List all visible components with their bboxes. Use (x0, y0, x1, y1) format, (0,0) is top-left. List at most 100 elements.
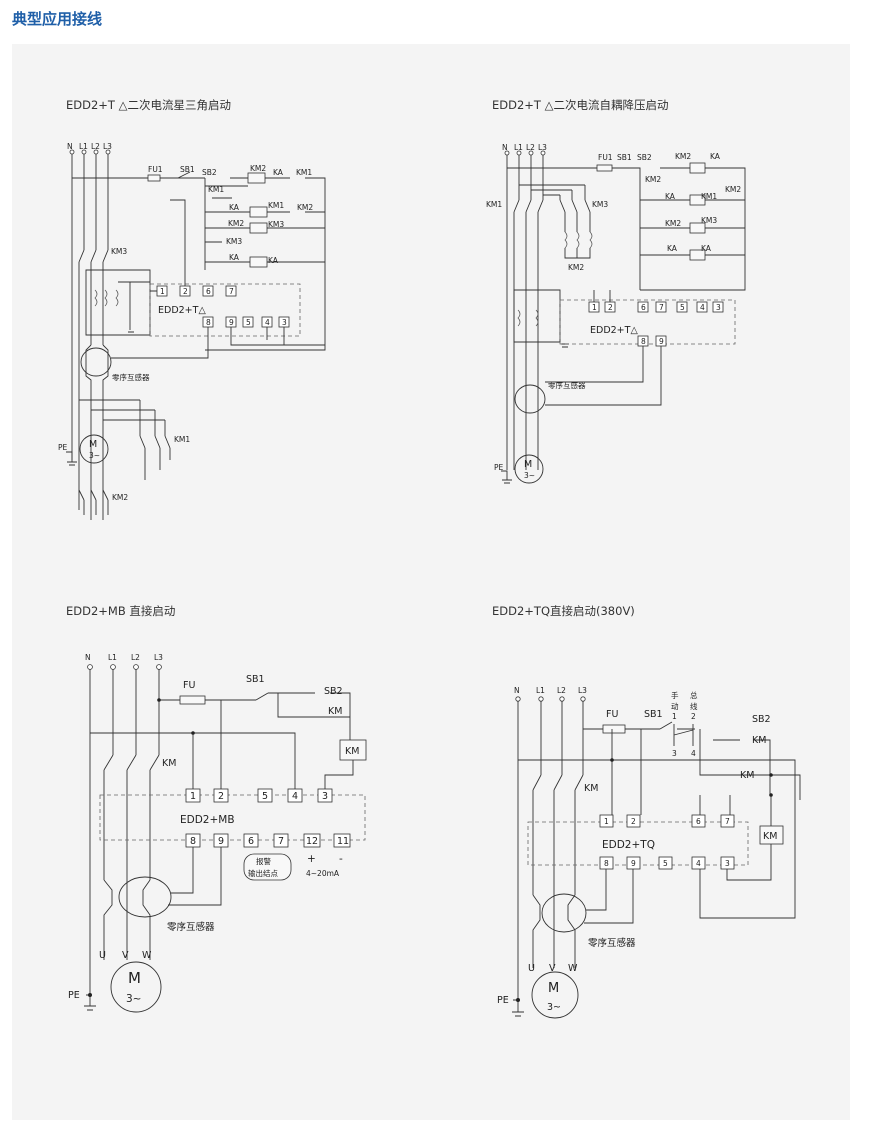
ka-c-label: KA (229, 253, 240, 262)
terminal: 2 (183, 287, 188, 296)
diagram-star-delta: EDD2+T △二次电流星三角启动 N L1 L2 L3 KM3 零序互感器 K… (58, 98, 326, 520)
pe-label-2: PE (494, 463, 504, 472)
ct-label-2: 零序互感器 (548, 380, 586, 390)
terminal: 7 (725, 817, 730, 826)
terminal: 4 (265, 318, 270, 327)
km2-label-2: KM2 (568, 263, 584, 272)
terminals-top-2: 1 2 6 7 5 4 3 (588, 301, 724, 313)
km1-label: KM1 (174, 435, 190, 444)
switch-bus-1: 总 (690, 690, 698, 700)
pe-label-4: PE (497, 995, 509, 1006)
terminal: 5 (246, 318, 251, 327)
terminal: 6 (641, 303, 646, 312)
terminal: 4 (696, 859, 701, 868)
km1-label-2: KM1 (486, 200, 502, 209)
terminals-bottom-1: 8 9 5 4 3 (202, 316, 290, 328)
minus-sign-3: - (339, 853, 343, 865)
km2-b-label-2: KM2 (645, 175, 661, 184)
km-small-label: KM1 (208, 185, 224, 194)
plus-sign-3: + (307, 853, 316, 865)
motor-3ph-2: 3~ (524, 471, 535, 480)
terminal: 3 (322, 791, 328, 802)
page-title: 典型应用接线 (12, 10, 103, 28)
fu1-label: FU1 (148, 165, 163, 174)
diagram-mb-direct: EDD2+MB 直接启动 N L1 L2 L3 KM 零序互感器 U V W M… (66, 604, 367, 1013)
terminals-top-3: 1 2 5 4 3 (185, 788, 333, 803)
terminal: 1 (160, 287, 165, 296)
sb2-label: SB2 (202, 168, 217, 177)
phase-v-4: V (549, 963, 556, 974)
km2-label: KM2 (112, 493, 128, 502)
fu1-label-2: FU1 (598, 153, 613, 162)
terminal: 2 (608, 303, 613, 312)
km3-r2-label-2: KM3 (701, 216, 717, 225)
line-l1: L1 (79, 142, 88, 151)
phase-u-4: U (528, 963, 535, 974)
line-n-2: N (502, 143, 508, 152)
line-l2-3: L2 (131, 653, 140, 662)
terminal: 6 (248, 836, 254, 847)
ka-r3-label-2: KA (667, 244, 678, 253)
line-l2-2: L2 (526, 143, 535, 152)
ct-label-4: 零序互感器 (588, 937, 636, 949)
phase-w-3: W (142, 950, 152, 961)
terminal: 7 (229, 287, 234, 296)
fu-label-4: FU (606, 709, 618, 720)
terminal: 5 (663, 859, 668, 868)
alarm-label-2: 输出结点 (248, 868, 278, 878)
terminal: 9 (218, 836, 224, 847)
sb1-label-3: SB1 (246, 674, 265, 685)
line-n-4: N (514, 686, 520, 695)
terminal: 2 (218, 791, 224, 802)
diagram-tq-direct: EDD2+TQ直接启动(380V) N L1 L2 L3 KM 零序互感器 U … (492, 604, 801, 1019)
terminal: 6 (206, 287, 211, 296)
motor-3ph-4: 3~ (547, 1002, 561, 1013)
line-n-3: N (85, 653, 91, 662)
diagram-autotransformer: EDD2+T △二次电流自耦降压启动 N L1 L2 L3 KM1 KM3 KM… (486, 98, 746, 484)
terminal: 3 (282, 318, 287, 327)
ka-rung-label: KA (229, 203, 240, 212)
km3-coil-label: KM3 (268, 220, 284, 229)
km-aux-label-3: KM (328, 706, 342, 717)
device-1-label: EDD2+T△ (158, 305, 206, 316)
km2-r1-label-2: KM2 (725, 185, 741, 194)
motor-3ph-1: 3~ (89, 451, 100, 460)
km2-coil-label-2: KM2 (675, 152, 691, 161)
terminal: 1 (190, 791, 196, 802)
motor-3ph-3: 3~ (126, 993, 141, 1005)
diagram-1-title: EDD2+T △二次电流星三角启动 (66, 98, 231, 112)
terminals-bottom-2: 8 9 (637, 335, 667, 347)
ka-coil-r3-label-2: KA (701, 244, 712, 253)
line-l3: L3 (103, 142, 112, 151)
km1-coil-label: KM1 (268, 201, 284, 210)
ct-label-3: 零序互感器 (167, 921, 215, 933)
device-4-label: EDD2+TQ (602, 839, 655, 851)
switch-hand-1: 手 (671, 690, 679, 700)
km3-label-2: KM3 (592, 200, 608, 209)
ka-contact-label: KA (273, 168, 284, 177)
km2-coil-label: KM2 (250, 164, 266, 173)
device-2-label: EDD2+T△ (590, 325, 638, 336)
motor-m-4: M (548, 981, 559, 996)
terminal: 8 (206, 318, 211, 327)
alarm-label-1: 报警 (256, 856, 271, 866)
phase-v-3: V (122, 950, 129, 961)
terminals-top-4: 1 2 6 7 (599, 814, 735, 828)
diagram-3-title: EDD2+MB 直接启动 (66, 604, 175, 618)
motor-m-3: M (128, 969, 141, 987)
sb1-label-2: SB1 (617, 153, 632, 162)
pe-label-3: PE (68, 990, 80, 1001)
terminal: 12 (306, 836, 318, 847)
km2-rung-label: KM2 (297, 203, 313, 212)
fu-label-3: FU (183, 680, 195, 691)
line-l3-2: L3 (538, 143, 547, 152)
line-l1-2: L1 (514, 143, 523, 152)
ka-coil-label-2: KA (710, 152, 721, 161)
sb1-label: SB1 (180, 165, 195, 174)
terminal: 9 (659, 337, 664, 346)
diagram-2-title: EDD2+T △二次电流自耦降压启动 (492, 98, 668, 112)
line-n: N (67, 142, 73, 151)
terminal: 8 (604, 859, 609, 868)
line-l3-4: L3 (578, 686, 587, 695)
